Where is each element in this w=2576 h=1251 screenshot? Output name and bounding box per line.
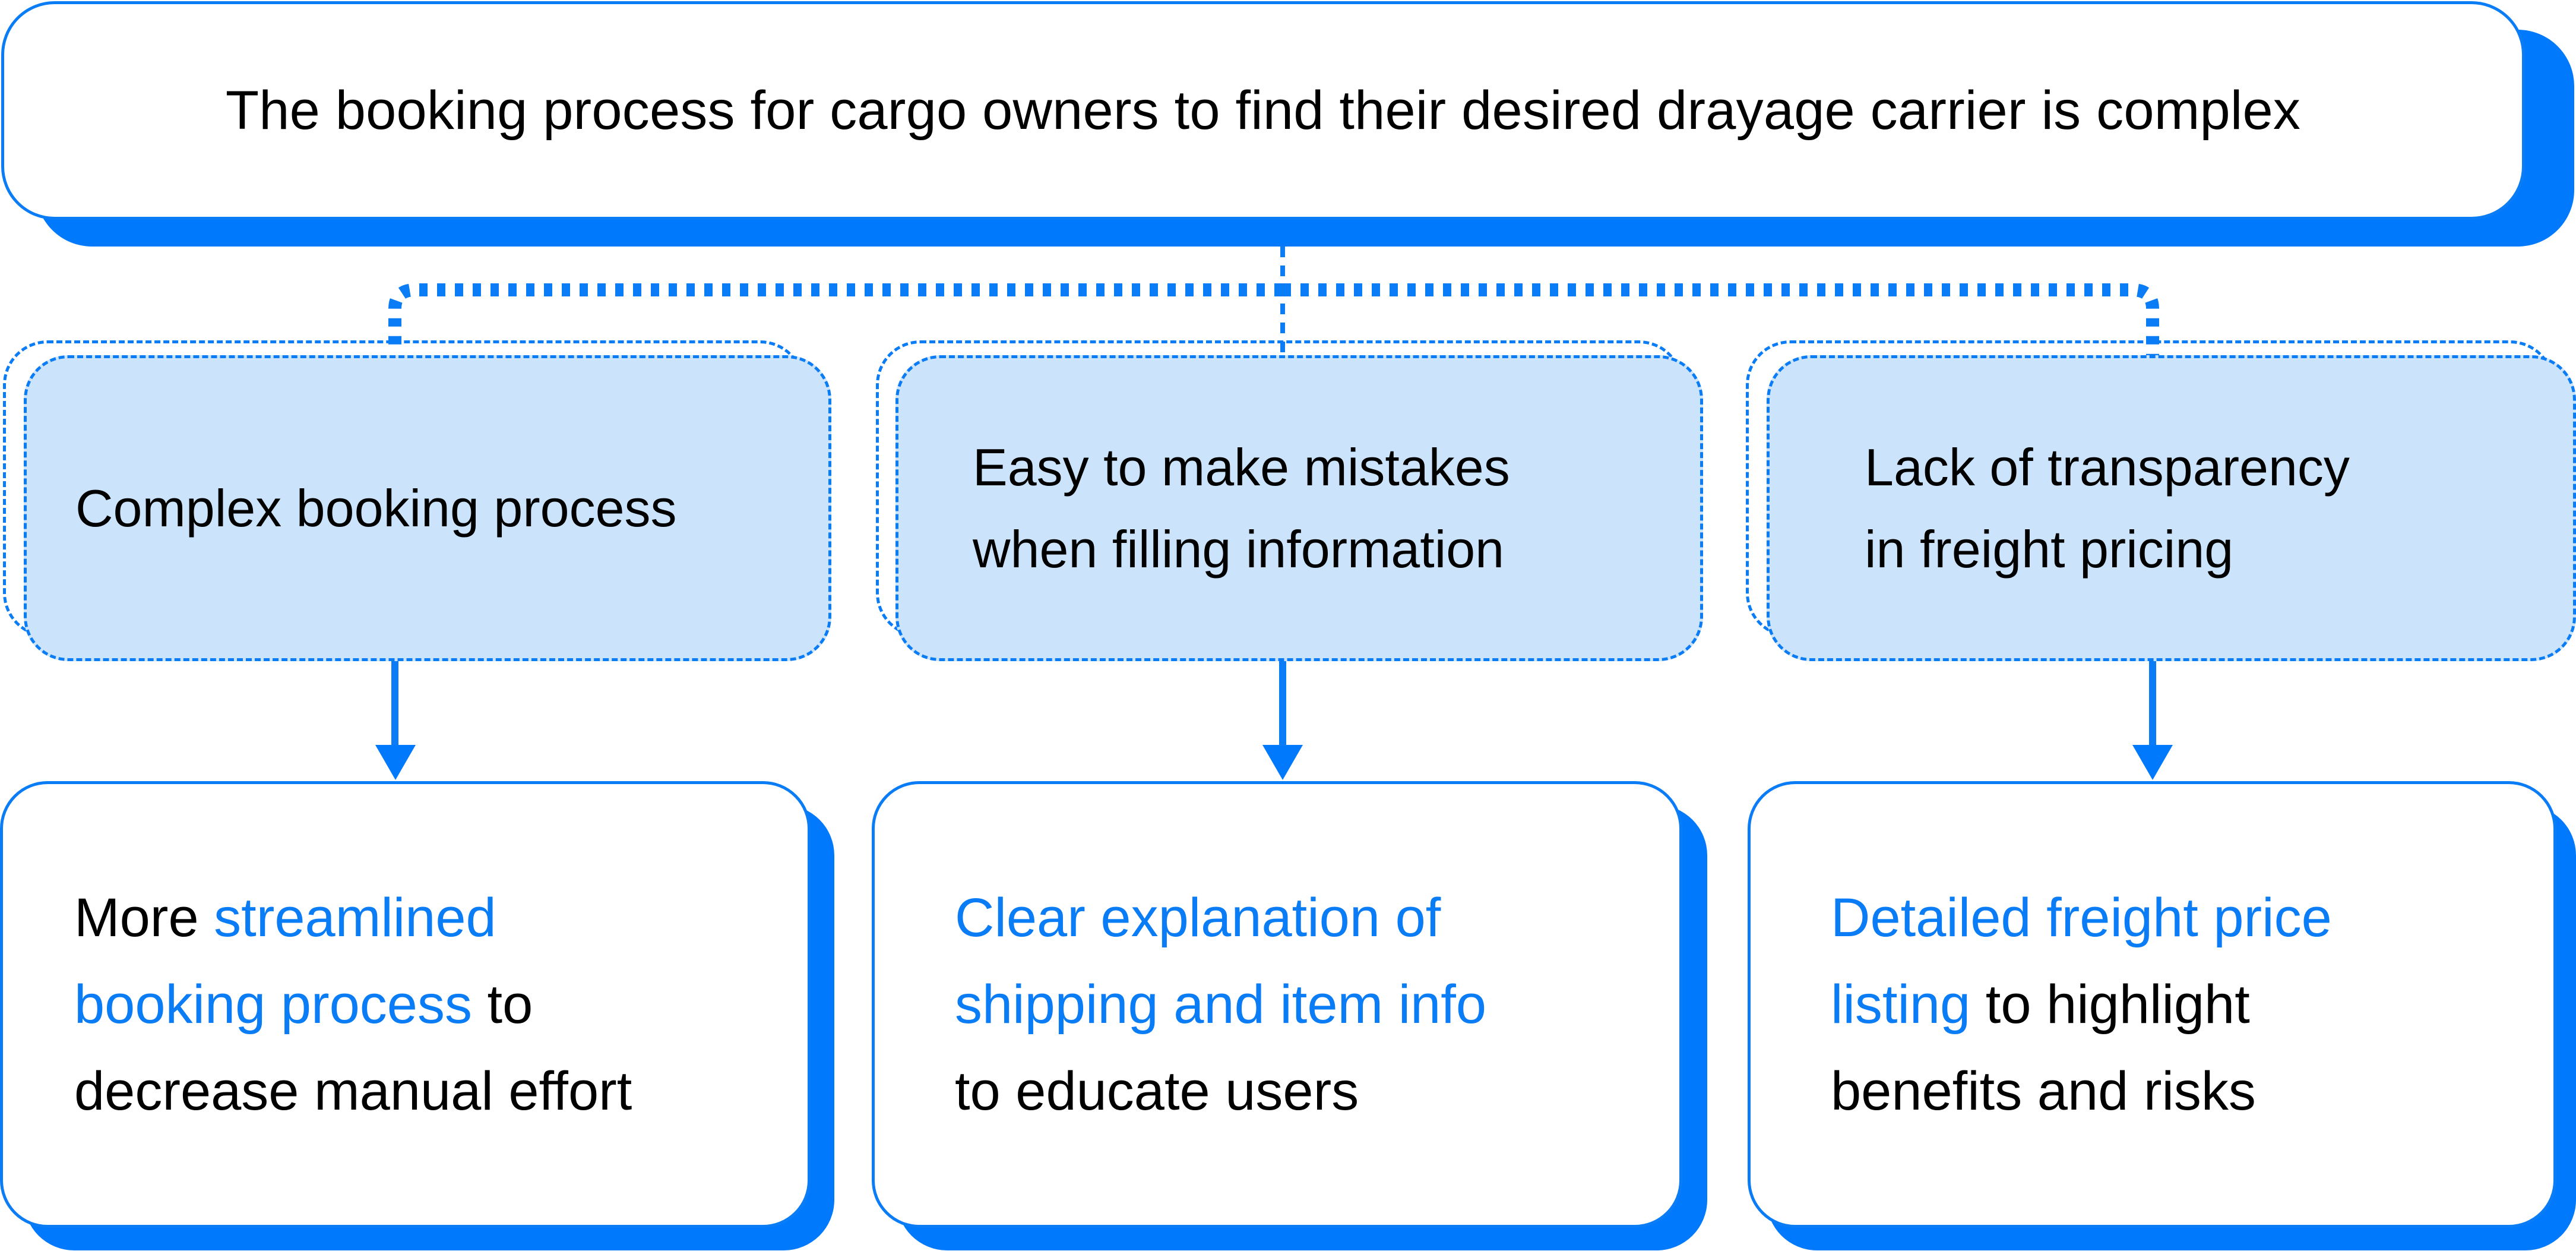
solution-line: benefits and risks [1831,1048,2332,1135]
solution-box-2: Clear explanation of shipping and item in… [872,781,1682,1228]
highlighted-text: booking process [74,974,472,1035]
solution-line: shipping and item info [955,961,1486,1048]
highlighted-text: listing [1831,974,1971,1035]
connector-bus-left [388,283,1283,348]
solution-line: More streamlined [74,874,632,961]
cause-box-3: Lack of transparency in freight pricing [1767,355,2576,661]
solution-line: Clear explanation of [955,874,1486,961]
cause-text-2: Easy to make mistakes when filling infor… [973,427,1510,590]
solution-line: Detailed freight price [1831,874,2332,961]
plain-text: to educate users [955,1061,1359,1122]
cause-box-1: Complex booking process [24,355,831,661]
plain-text: decrease manual effort [74,1061,632,1122]
cause-line: in freight pricing [1865,519,2234,579]
highlighted-text: Clear explanation of [955,887,1441,948]
cause-line: Complex booking process [75,478,677,538]
solution-line: decrease manual effort [74,1048,632,1135]
plain-text: to [471,974,533,1035]
plain-text: benefits and risks [1831,1061,2256,1122]
highlighted-text: Detailed freight price [1831,887,2332,948]
cause-text-1: Complex booking process [75,467,677,549]
solution-text-2: Clear explanation of shipping and item in… [955,874,1486,1135]
solution-line: listing to highlight [1831,961,2332,1048]
solution-box-3: Detailed freight price listing to highlig… [1748,781,2556,1228]
arrow-head-3 [2132,745,2173,780]
arrow-head-2 [1262,745,1303,780]
solution-line: booking process to [74,961,632,1048]
highlighted-text: shipping and item info [955,974,1487,1035]
cause-line: Easy to make mistakes [973,437,1510,497]
solution-line: to educate users [955,1048,1486,1135]
cause-box-2: Easy to make mistakes when filling infor… [895,355,1703,661]
problem-box: The booking process for cargo owners to … [1,1,2525,220]
highlighted-text: streamlined [214,887,496,948]
cause-line: Lack of transparency [1865,437,2350,497]
cause-text-3: Lack of transparency in freight pricing [1865,427,2350,590]
arrow-head-1 [375,745,416,780]
plain-text: to highlight [1970,974,2250,1035]
cause-line: when filling information [973,519,1505,579]
solution-text-3: Detailed freight price listing to highlig… [1831,874,2332,1135]
plain-text: More [74,887,214,948]
problem-text: The booking process for cargo owners to … [225,80,2301,141]
